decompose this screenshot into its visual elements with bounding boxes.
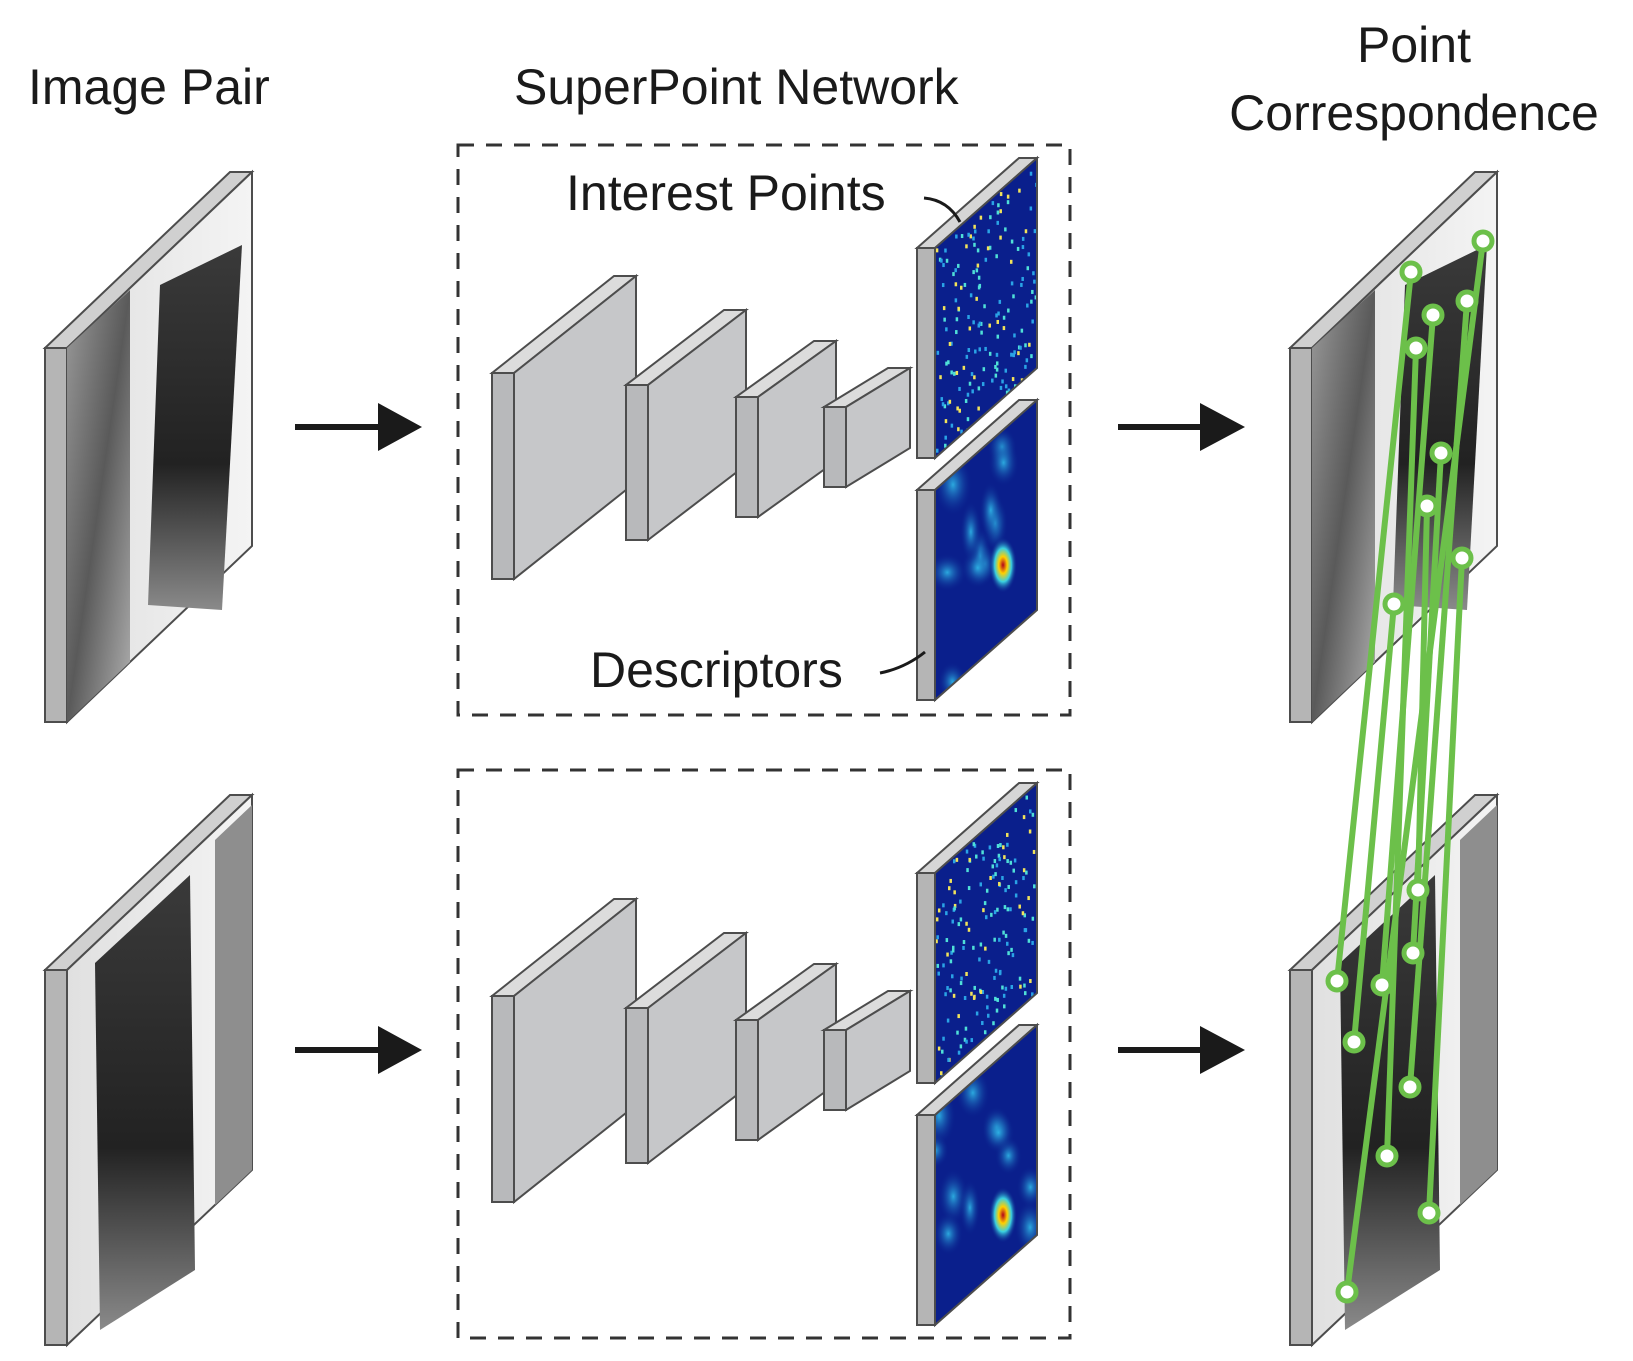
right-arrow-icon [1118,1026,1245,1074]
match-line [1384,347,1419,1157]
right-arrow-icon [295,1026,422,1074]
correspondence-title-line1: Point [1357,17,1471,73]
match-keypoint-icon [1325,969,1349,993]
cnn-layer-block [820,989,914,1112]
match-line [1426,557,1465,1214]
match-keypoint-icon [1370,973,1394,997]
match-keypoint-icon [1335,1280,1359,1304]
match-keypoint-icon [1450,546,1474,570]
match-keypoint-icon [1421,303,1445,327]
match-keypoint-icon [1471,229,1495,253]
interest-point-heatmap [914,780,1040,1086]
interest-points-label: Interest Points [566,165,886,221]
interest-points-leader [923,196,962,223]
correspondence-title-line2: Correspondence [1229,85,1599,141]
cnn-layer-block [820,366,914,489]
cnn-layer-block [623,930,749,1166]
match-keypoint-icon [1406,878,1430,902]
output-heatmaps [914,155,1040,1328]
descriptors-leader [879,650,926,675]
match-keypoint-icon [1342,1030,1366,1054]
network-box-bottom [456,768,1072,1340]
input-image-bottom [42,792,255,1348]
input-image-top [42,169,255,725]
match-keypoint-icon [1429,441,1453,465]
network-title: SuperPoint Network [514,59,960,115]
cnn-layer-block [732,962,840,1142]
right-arrow-icon [1118,403,1245,451]
image-pair-title: Image Pair [28,59,270,115]
correspondence-image-top [1287,169,1500,725]
right-arrow-icon [295,403,422,451]
match-keypoint-icon [1415,494,1439,518]
cnn-layers [489,273,914,1205]
match-keypoint-icon [1404,336,1428,360]
cnn-layer-block [732,339,840,519]
match-keypoint-icon [1401,941,1425,965]
cnn-layer-block [489,273,639,582]
match-line [1334,271,1414,982]
network-box-top [456,143,1072,717]
match-keypoint-icon [1398,1075,1422,1099]
cnn-layer-block [489,896,639,1205]
match-line [1415,505,1430,891]
point-matches [1325,229,1495,1304]
match-keypoint-icon [1399,260,1423,284]
correspondence-image-bottom [1287,792,1500,1348]
match-keypoint-icon [1382,592,1406,616]
match-line [1351,603,1397,1043]
match-keypoint-icon [1375,1144,1399,1168]
descriptors-label: Descriptors [590,642,843,698]
match-keypoint-icon [1455,289,1479,313]
match-keypoint-icon [1417,1201,1441,1225]
cnn-layer-block [623,307,749,543]
